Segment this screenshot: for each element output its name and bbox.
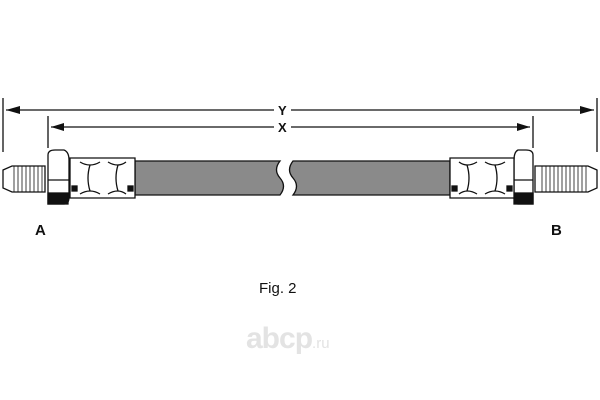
end-label-b: B (551, 222, 562, 239)
fitting-right (449, 149, 598, 205)
watermark-suffix: .ru (312, 335, 330, 352)
watermark: abcp.ru (246, 322, 330, 356)
end-label-a: A (35, 222, 46, 239)
watermark-main: abcp (246, 322, 313, 355)
hose (134, 160, 451, 196)
arrow-x-left (51, 123, 64, 131)
fitting-left (2, 149, 136, 205)
dimension-label-y: Y (274, 104, 291, 117)
arrow-y-left (6, 106, 20, 114)
dimension-label-x: X (274, 121, 291, 134)
arrow-y-right (580, 106, 594, 114)
arrow-x-right (517, 123, 530, 131)
figure-caption: Fig. 2 (259, 280, 297, 297)
